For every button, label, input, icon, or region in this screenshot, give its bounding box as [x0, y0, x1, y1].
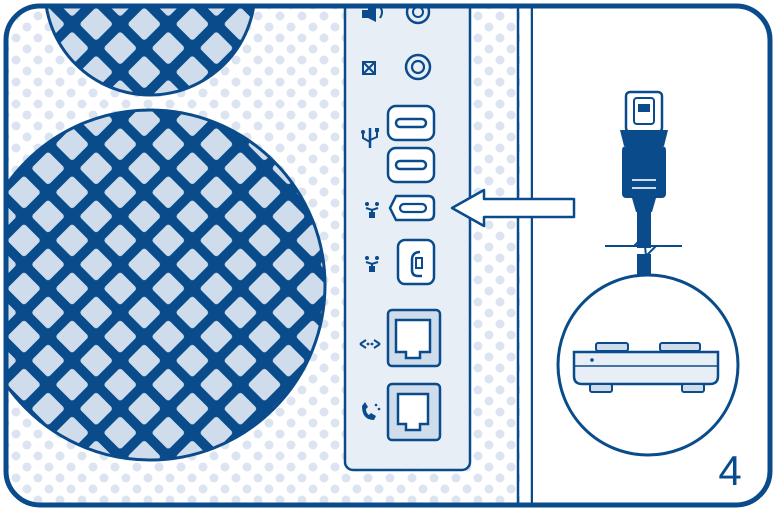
speaker-grille-top — [43, 6, 257, 97]
speaker-grille-main — [6, 108, 327, 462]
modem-phone-icon — [362, 402, 381, 420]
audio-in-icon — [362, 61, 376, 75]
audio-in-port — [404, 53, 432, 81]
usb-icon — [361, 128, 379, 148]
external-hard-drive — [572, 342, 720, 393]
firewire-400-icon — [365, 256, 379, 272]
firewire-800-icon — [365, 202, 379, 218]
ethernet-icon — [359, 339, 381, 349]
figure-frame — [3, 3, 773, 508]
insertion-arrow — [450, 188, 576, 228]
step-number: 4 — [718, 447, 742, 494]
